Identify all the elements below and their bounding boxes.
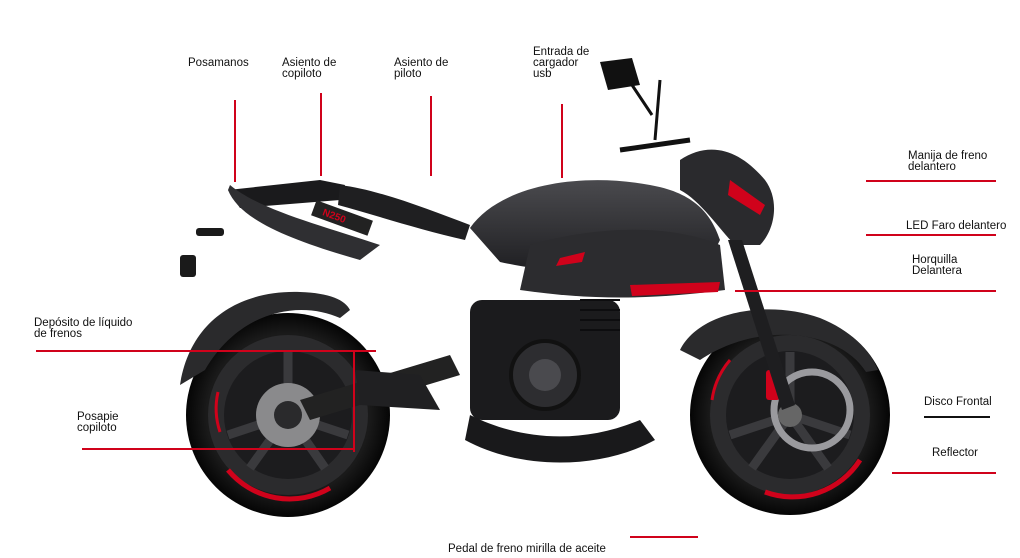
leader-horquilla xyxy=(735,290,996,292)
leader-deposito-frenos-vert xyxy=(353,352,355,452)
leader-reflector xyxy=(892,472,996,474)
label-asiento-piloto: Asiento de piloto xyxy=(394,57,449,80)
leader-led-faro xyxy=(866,234,996,236)
leader-deposito-frenos xyxy=(36,350,376,352)
label-posapie: Posapie copiloto xyxy=(77,411,119,434)
leader-asiento-copiloto xyxy=(320,93,322,176)
leader-manija-freno xyxy=(866,180,996,182)
label-asiento-copiloto: Asiento de copiloto xyxy=(282,57,337,80)
leader-pedal-freno xyxy=(630,536,698,538)
label-reflector: Reflector xyxy=(932,447,979,459)
label-disco-frontal: Disco Frontal xyxy=(924,396,992,408)
leader-posamanos xyxy=(234,100,236,182)
rear-wheel xyxy=(186,313,390,517)
label-horquilla: Horquilla Delantera xyxy=(912,254,962,277)
label-entrada-usb: Entrada de cargador usb xyxy=(533,46,590,80)
label-pedal-freno: Pedal de freno mirilla de aceite xyxy=(448,543,606,555)
engine xyxy=(470,299,620,420)
front-wheel xyxy=(690,315,890,515)
label-manija-freno: Manija de freno delantero xyxy=(908,150,988,173)
label-deposito-frenos: Depósito de líquido de frenos xyxy=(34,317,133,340)
leader-entrada-usb xyxy=(561,104,563,178)
label-led-faro: LED Faro delantero xyxy=(906,220,1007,232)
leader-disco-frontal xyxy=(924,416,990,418)
label-posamanos: Posamanos xyxy=(188,57,249,69)
leader-asiento-piloto xyxy=(430,96,432,176)
leader-posapie xyxy=(82,448,354,450)
